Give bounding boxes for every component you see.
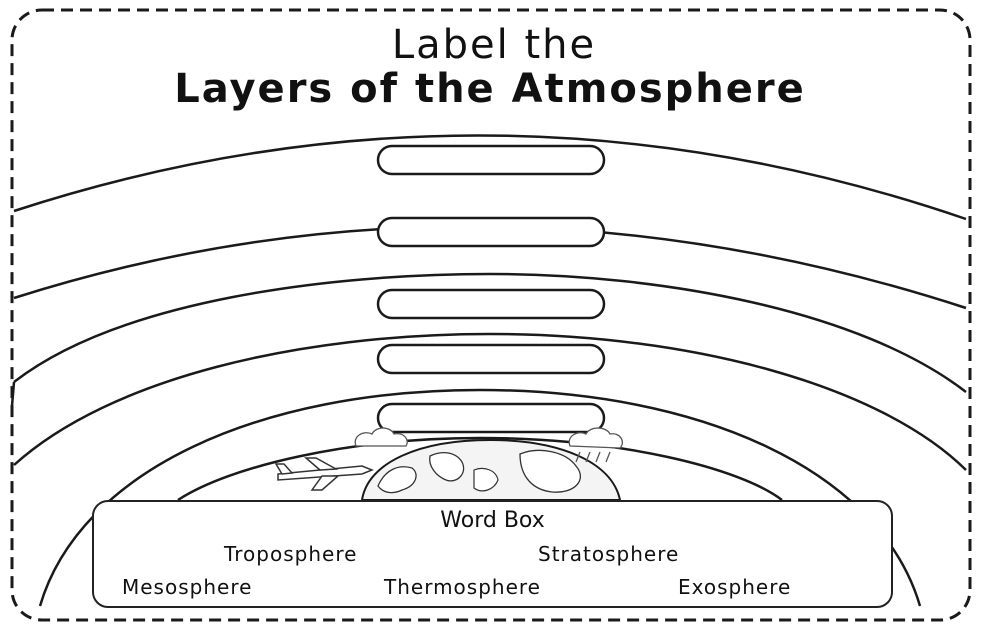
earth-icon	[362, 440, 620, 500]
airplane-icon	[276, 458, 372, 490]
term-troposphere: Troposphere	[224, 542, 357, 566]
title-line-2: Layers of the Atmosphere	[0, 66, 980, 112]
term-mesosphere: Mesosphere	[122, 575, 252, 599]
term-stratosphere: Stratosphere	[538, 542, 679, 566]
word-box: Word Box Troposphere Stratosphere Mesosp…	[92, 500, 893, 608]
label-slot-5[interactable]	[378, 404, 604, 432]
label-slot-3[interactable]	[378, 290, 604, 318]
term-exosphere: Exosphere	[678, 575, 791, 599]
label-slot-1[interactable]	[378, 146, 604, 174]
word-box-title: Word Box	[94, 508, 891, 533]
label-slot-4[interactable]	[378, 345, 604, 373]
title-line-1: Label the	[0, 22, 988, 68]
label-slot-2[interactable]	[378, 218, 604, 246]
term-thermosphere: Thermosphere	[384, 575, 541, 599]
